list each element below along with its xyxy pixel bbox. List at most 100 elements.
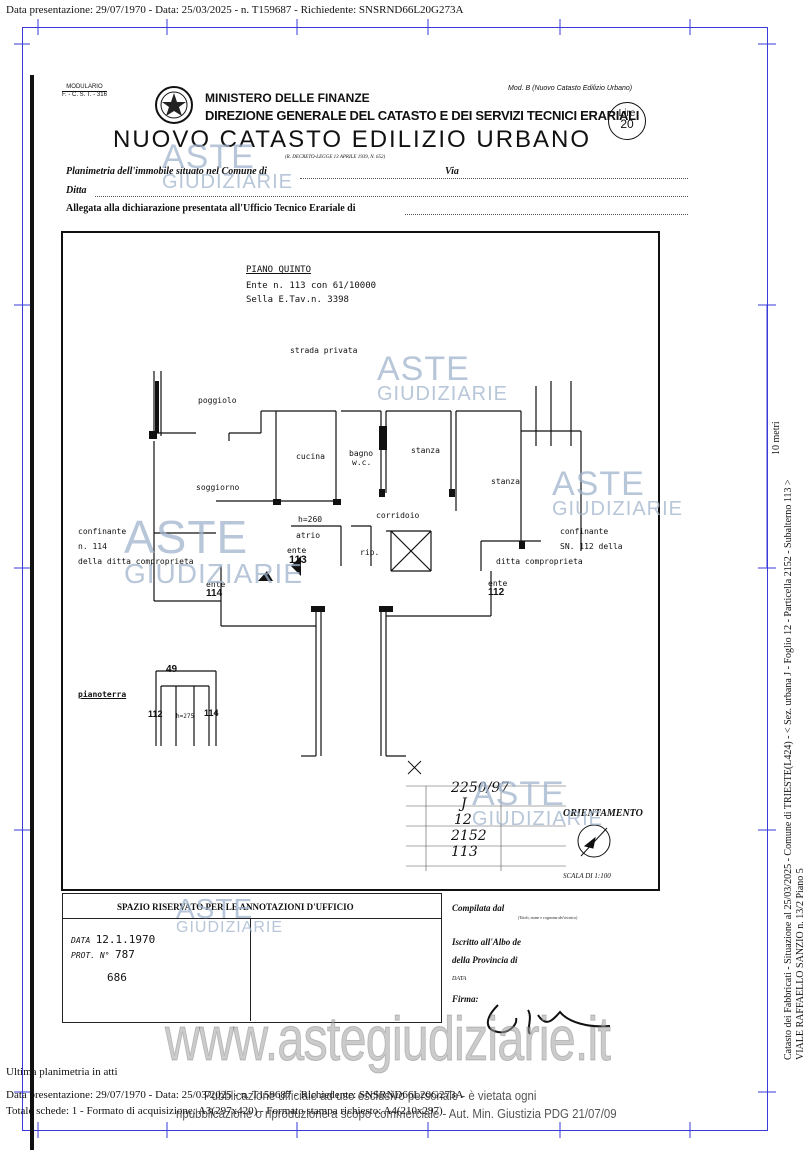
- floor-plan-drawing: [149, 371, 611, 871]
- annotations-box: [62, 893, 442, 1023]
- compilata-note: (Titolo, nome e cognome del tecnico): [518, 915, 578, 920]
- watermark-1-bottom: GIUDIZIARIE: [162, 171, 294, 193]
- modulario-text: MODULARIO: [66, 84, 103, 90]
- ente-114: 114: [206, 588, 223, 599]
- ground-height: h=275: [176, 713, 195, 720]
- ministry-title: MINISTERO DELLE FINANZE: [205, 91, 370, 105]
- room-poggiolo: poggiolo: [198, 396, 237, 405]
- form-title: NUOVO CATASTO EDILIZIO URBANO: [113, 126, 592, 153]
- height-label: h=260: [298, 515, 323, 524]
- footer-line-1: Ultima planimetria in atti: [6, 1066, 118, 1078]
- ground-ente-112: 112: [148, 709, 163, 719]
- stamp-lire: Lire: [618, 108, 636, 119]
- left-neighbor-2: n. 114: [78, 542, 107, 551]
- location-label: Planimetria dell'immobile situato nel Co…: [66, 166, 267, 177]
- room-soggiorno: soggiorno: [196, 483, 240, 492]
- allegata-label: Allegata alla dichiarazione presentata a…: [66, 203, 356, 214]
- signature: [486, 1004, 611, 1035]
- via-label: Via: [445, 166, 459, 177]
- watermark-1-top: ASTE: [162, 138, 255, 176]
- modulario-code: F. - C. S. T. - 316: [62, 91, 107, 98]
- room-atrio: atrio: [296, 531, 321, 540]
- prot-value: 787: [114, 948, 135, 961]
- watermark-4-top: ASTE: [124, 511, 249, 563]
- watermark-4-bottom: GIUDIZIARIE: [124, 558, 304, 589]
- watermark-2: ASTE GIUDIZIARIE: [377, 350, 508, 406]
- ground-ente-114: 114: [204, 708, 219, 718]
- street-label: strada privata: [290, 346, 358, 355]
- ente-113-label: ente: [287, 546, 307, 555]
- right-neighbor: confinante SN. 112 della: [560, 524, 623, 554]
- location-line: Planimetria dell'immobile situato nel Co…: [66, 166, 267, 177]
- watermark-6-bottom: GIUDIZIARIE: [176, 919, 284, 936]
- room-cucina: cucina: [296, 452, 325, 461]
- data-label: DATA: [71, 936, 91, 945]
- left-neighbor-3: della ditta comproprieta: [78, 557, 194, 566]
- model-ref: Mod. B (Nuovo Catasto Edilizio Urbano): [508, 85, 633, 92]
- header-info: Data presentazione: 29/07/1970 - Data: 2…: [6, 4, 464, 16]
- hand-numbers: 2250/97 J 12 2152 113: [451, 780, 509, 860]
- watermark-4: ASTE GIUDIZIARIE: [124, 510, 303, 590]
- watermark-6: ASTE GIUDIZIARIE: [176, 893, 283, 937]
- footer-line-3: Totale schede: 1 - Formato di acquisizio…: [6, 1105, 443, 1117]
- annotation-data: DATA 12.1.1970: [71, 933, 155, 946]
- watermark-notice-1: Pubblicazione ufficiale ad uso esclusivo…: [204, 1088, 537, 1103]
- watermark-2-top: ASTE: [377, 350, 470, 388]
- data-value: 12.1.1970: [95, 933, 156, 946]
- hand-number-2: J: [461, 796, 467, 812]
- revenue-stamp: Lire 20: [608, 102, 646, 140]
- compilata-label: Compilata dal: [452, 903, 505, 913]
- ente-112-label: ente: [488, 579, 508, 588]
- ground-label: pianoterra: [78, 690, 127, 699]
- annotations-divider: [250, 918, 251, 1021]
- room-stanza-1: stanza: [411, 446, 440, 455]
- ente-114-label: ente: [206, 580, 226, 589]
- direction-title: DIREZIONE GENERALE DEL CATASTO E DEI SER…: [205, 108, 640, 123]
- location-underline: [300, 178, 688, 179]
- prot-label: PROT. N°: [71, 951, 110, 960]
- right-neighbor-2: SN. 112 della: [560, 542, 623, 551]
- watermark-5-top: ASTE: [472, 775, 565, 813]
- room-stanza-2: stanza: [491, 477, 520, 486]
- allegata-underline: [405, 214, 688, 215]
- republic-emblem: [155, 86, 193, 124]
- hand-number-5: 113: [451, 844, 478, 860]
- watermark-2-bottom: GIUDIZIARIE: [377, 383, 509, 405]
- watermark-5: ASTE GIUDIZIARIE: [472, 775, 603, 831]
- annotations-title: SPAZIO RISERVATO PER LE ANNOTAZIONI D'UF…: [117, 902, 354, 912]
- side-line-2: VIALE RAFFAELLO SANZIO n. 13/2 Piano 5: [795, 868, 806, 1060]
- watermark-3-bottom: GIUDIZIARIE: [552, 498, 684, 520]
- watermark-5-bottom: GIUDIZIARIE: [472, 808, 604, 830]
- right-neighbor-3: ditta comproprieta: [496, 557, 583, 566]
- firma-label: Firma:: [452, 994, 479, 1004]
- annotation-prot: PROT. N° 787: [71, 948, 135, 961]
- page-frame: [22, 27, 768, 1131]
- ground-ente-49: 49: [166, 664, 178, 675]
- watermark-notice-2: ripubblicazione o riproduzione a scopo c…: [176, 1106, 617, 1121]
- room-corridoio: corridoio: [376, 511, 420, 520]
- watermark-1: ASTE GIUDIZIARIE: [162, 138, 293, 194]
- provincia-label: della Provincia di: [452, 955, 518, 965]
- right-neighbor-1: confinante: [560, 527, 609, 536]
- room-wc: w.c.: [352, 458, 372, 467]
- modulario-label: MODULARIO F. - C. S. T. - 316: [62, 84, 107, 99]
- ente-line: Ente n. 113 con 61/10000: [246, 281, 377, 291]
- annotations-header-line: [62, 918, 442, 919]
- annotation-extra: 686: [107, 971, 127, 984]
- side-line-1: Catasto dei Fabbricati - Situazione al 2…: [783, 479, 794, 1060]
- ente-113: 113: [289, 554, 307, 566]
- room-bagno: bagno: [349, 449, 374, 458]
- binding-edge: [30, 75, 34, 1150]
- floor-title: PIANO QUINTO: [246, 265, 312, 275]
- scale-label: SCALA DI 1:100: [563, 872, 611, 880]
- hand-number-1: 2250/97: [451, 780, 510, 796]
- watermark-3-top: ASTE: [552, 465, 645, 503]
- data2-label: DATA: [452, 976, 467, 982]
- stamp-value: 20: [620, 117, 634, 131]
- sheet-line: Sella E.Tav.n. 3398: [246, 295, 349, 305]
- left-neighbor-1: confinante: [78, 527, 127, 536]
- left-neighbor: confinante n. 114 della ditta comproprie…: [78, 524, 194, 569]
- orientation-label: ORIENTAMENTO: [563, 808, 643, 819]
- room-ripostiglio: rip.: [360, 548, 380, 557]
